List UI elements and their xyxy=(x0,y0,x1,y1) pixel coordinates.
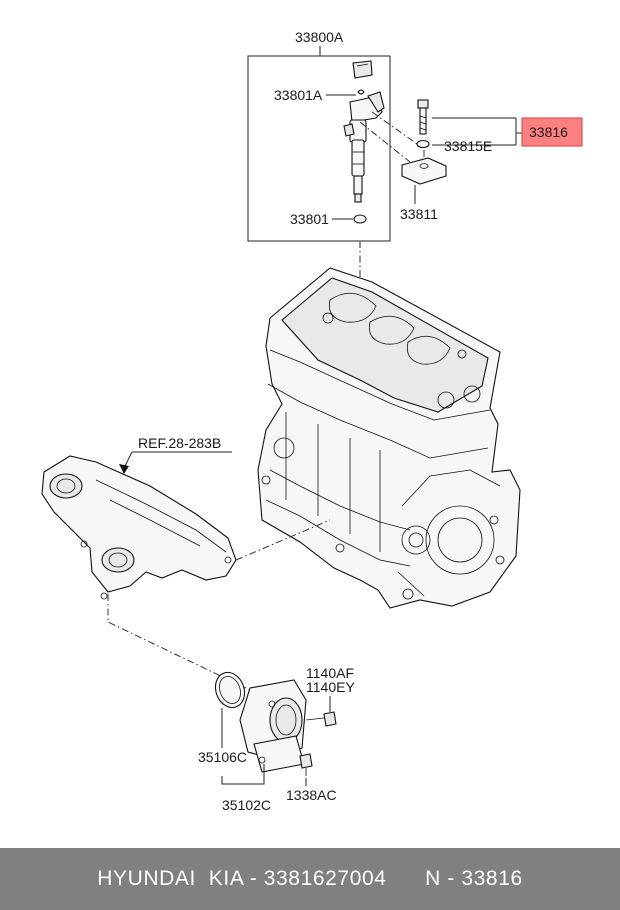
injector-oring[interactable] xyxy=(353,214,367,224)
parts-diagram: 33800A 33801A 33801 xyxy=(41,29,583,813)
injector-clamp[interactable] xyxy=(401,157,447,185)
label-1140ey[interactable]: 1140EY xyxy=(306,679,355,695)
throttle-gasket[interactable] xyxy=(211,668,250,711)
injector-group: 33800A 33801A 33801 xyxy=(247,29,421,242)
label-33801[interactable]: 33801 xyxy=(290,211,329,227)
bolt-1338ac[interactable] xyxy=(299,753,313,776)
injector-group-frame xyxy=(247,55,391,242)
engine-block xyxy=(257,267,521,609)
label-33800a[interactable]: 33800A xyxy=(295,29,344,45)
clamp-washer[interactable] xyxy=(416,139,430,149)
clamp-bolt[interactable] xyxy=(417,99,429,135)
clamp-group: 33816 33815E 33811 xyxy=(400,99,583,222)
label-33816[interactable]: 33816 xyxy=(529,124,568,140)
label-35106c[interactable]: 35106C xyxy=(198,749,247,765)
label-1338ac[interactable]: 1338AC xyxy=(286,787,337,803)
label-33811[interactable]: 33811 xyxy=(400,206,438,222)
label-33815e[interactable]: 33815E xyxy=(444,138,492,154)
label-1140af[interactable]: 1140AF xyxy=(306,665,354,681)
label-33801a[interactable]: 33801A xyxy=(274,87,323,103)
injector-clip[interactable] xyxy=(352,60,373,95)
throttle-group: 1140AF 1140EY 35106C 35102C 1338AC xyxy=(198,665,355,813)
throttle-body[interactable] xyxy=(239,679,307,773)
label-35102c[interactable]: 35102C xyxy=(222,797,271,813)
intake-manifold xyxy=(41,455,237,600)
footer-text: HYUNDAI KIA - 3381627004 N - 33816 xyxy=(97,867,523,890)
bolt-1140[interactable] xyxy=(305,711,337,727)
highlight-box xyxy=(521,117,583,147)
fuel-injector[interactable] xyxy=(343,91,385,203)
footer-bar: HYUNDAI KIA - 3381627004 N - 33816 xyxy=(0,848,620,910)
label-ref-28-283b[interactable]: REF.28-283B xyxy=(138,435,221,451)
